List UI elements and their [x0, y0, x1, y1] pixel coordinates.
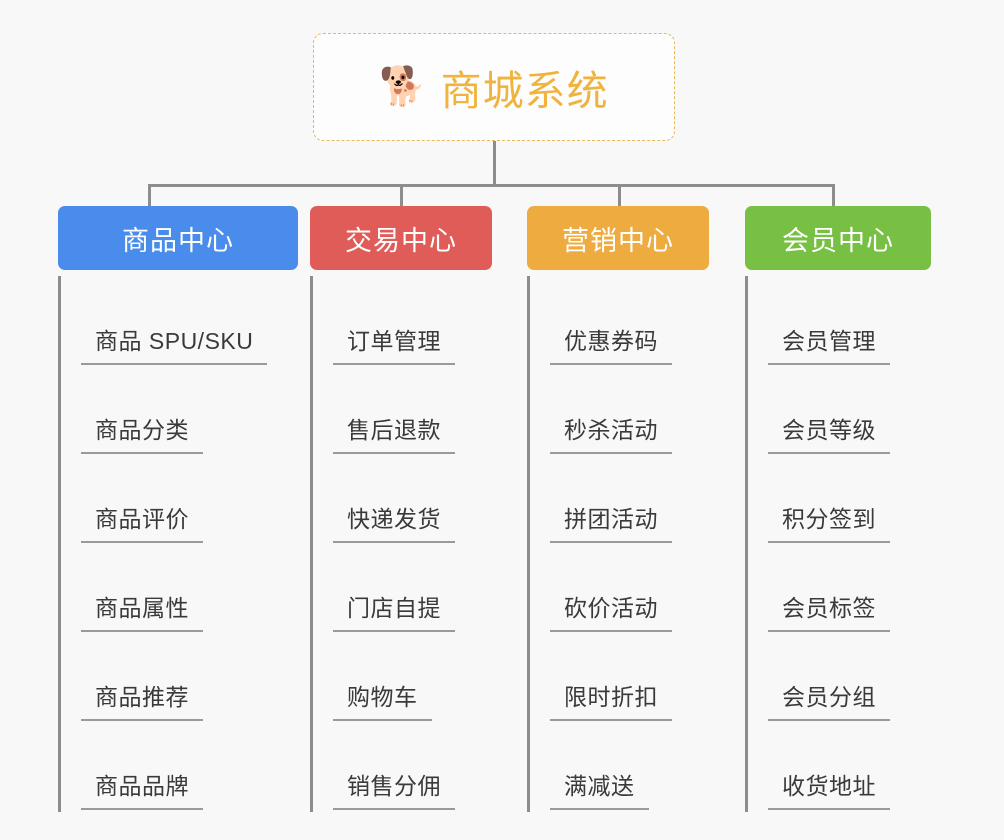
leaf-label: 优惠券码 — [550, 322, 672, 365]
root-node[interactable]: 🐕 商城系统 — [313, 33, 675, 141]
list-item[interactable]: 会员标签 — [745, 543, 931, 632]
category-header-1-label: 商品中心 — [122, 225, 234, 256]
leaf-label: 商品 SPU/SKU — [81, 322, 268, 365]
connector-drop-4 — [832, 184, 835, 208]
branch-trunk-1 — [58, 276, 61, 812]
leaf-label: 秒杀活动 — [550, 411, 672, 454]
list-item[interactable]: 购物车 — [310, 632, 492, 721]
branch-column-4: 会员中心 会员管理 会员等级 积分签到 会员标签 会员分组 收货地址 — [745, 206, 931, 812]
leaf-label: 积分签到 — [768, 500, 890, 543]
leaf-label: 购物车 — [333, 678, 432, 721]
leaf-label: 商品品牌 — [81, 767, 203, 810]
list-item[interactable]: 积分签到 — [745, 454, 931, 543]
connector-drop-1 — [148, 184, 151, 208]
list-item[interactable]: 优惠券码 — [527, 276, 709, 365]
branch-leaf-list-3: 优惠券码 秒杀活动 拼团活动 砍价活动 限时折扣 满减送 — [527, 276, 709, 810]
list-item[interactable]: 快递发货 — [310, 454, 492, 543]
list-item[interactable]: 商品评价 — [58, 454, 298, 543]
branch-leaf-list-2: 订单管理 售后退款 快递发货 门店自提 购物车 销售分佣 — [310, 276, 492, 810]
list-item[interactable]: 秒杀活动 — [527, 365, 709, 454]
list-item[interactable]: 会员管理 — [745, 276, 931, 365]
leaf-label: 收货地址 — [768, 767, 890, 810]
branch-column-2: 交易中心 订单管理 售后退款 快递发货 门店自提 购物车 销售分佣 — [310, 206, 492, 812]
leaf-label: 会员标签 — [768, 589, 890, 632]
connector-horizontal-bus — [148, 184, 835, 187]
root-title: 商城系统 — [440, 68, 609, 114]
leaf-label: 商品分类 — [81, 411, 203, 454]
leaf-label: 限时折扣 — [550, 678, 672, 721]
leaf-label: 门店自提 — [333, 589, 455, 632]
leaf-label: 商品评价 — [81, 500, 203, 543]
connector-drop-2 — [400, 184, 403, 208]
branch-column-1: 商品中心 商品 SPU/SKU 商品分类 商品评价 商品属性 商品推荐 商品品牌 — [58, 206, 298, 812]
leaf-label: 销售分佣 — [333, 767, 455, 810]
branch-column-3: 营销中心 优惠券码 秒杀活动 拼团活动 砍价活动 限时折扣 满减送 — [527, 206, 709, 812]
list-item[interactable]: 限时折扣 — [527, 632, 709, 721]
leaf-label: 商品属性 — [81, 589, 203, 632]
list-item[interactable]: 商品分类 — [58, 365, 298, 454]
list-item[interactable]: 满减送 — [527, 721, 709, 810]
leaf-label: 会员等级 — [768, 411, 890, 454]
category-header-3-label: 营销中心 — [562, 225, 674, 256]
list-item[interactable]: 砍价活动 — [527, 543, 709, 632]
leaf-label: 砍价活动 — [550, 589, 672, 632]
list-item[interactable]: 销售分佣 — [310, 721, 492, 810]
leaf-label: 售后退款 — [333, 411, 455, 454]
list-item[interactable]: 售后退款 — [310, 365, 492, 454]
list-item[interactable]: 商品推荐 — [58, 632, 298, 721]
list-item[interactable]: 拼团活动 — [527, 454, 709, 543]
category-header-2-label: 交易中心 — [345, 225, 457, 256]
leaf-label: 商品推荐 — [81, 678, 203, 721]
leaf-label: 订单管理 — [333, 322, 455, 365]
category-header-4[interactable]: 会员中心 — [745, 206, 931, 270]
list-item[interactable]: 收货地址 — [745, 721, 931, 810]
leaf-label: 满减送 — [550, 767, 649, 810]
branch-trunk-2 — [310, 276, 313, 812]
leaf-label: 会员管理 — [768, 322, 890, 365]
list-item[interactable]: 会员等级 — [745, 365, 931, 454]
leaf-label: 拼团活动 — [550, 500, 672, 543]
leaf-label: 会员分组 — [768, 678, 890, 721]
leaf-label: 快递发货 — [333, 500, 455, 543]
list-item[interactable]: 订单管理 — [310, 276, 492, 365]
list-item[interactable]: 商品 SPU/SKU — [58, 276, 298, 365]
category-header-1[interactable]: 商品中心 — [58, 206, 298, 270]
list-item[interactable]: 门店自提 — [310, 543, 492, 632]
category-header-4-label: 会员中心 — [782, 225, 894, 256]
branch-leaf-list-4: 会员管理 会员等级 积分签到 会员标签 会员分组 收货地址 — [745, 276, 931, 810]
branch-trunk-4 — [745, 276, 748, 812]
category-header-3[interactable]: 营销中心 — [527, 206, 709, 270]
branch-trunk-3 — [527, 276, 530, 812]
branch-leaf-list-1: 商品 SPU/SKU 商品分类 商品评价 商品属性 商品推荐 商品品牌 — [58, 276, 298, 810]
list-item[interactable]: 商品品牌 — [58, 721, 298, 810]
category-header-2[interactable]: 交易中心 — [310, 206, 492, 270]
list-item[interactable]: 商品属性 — [58, 543, 298, 632]
shiba-inu-dog-icon: 🐕 — [379, 66, 427, 108]
connector-root-vertical — [493, 141, 496, 186]
list-item[interactable]: 会员分组 — [745, 632, 931, 721]
connector-drop-3 — [618, 184, 621, 208]
